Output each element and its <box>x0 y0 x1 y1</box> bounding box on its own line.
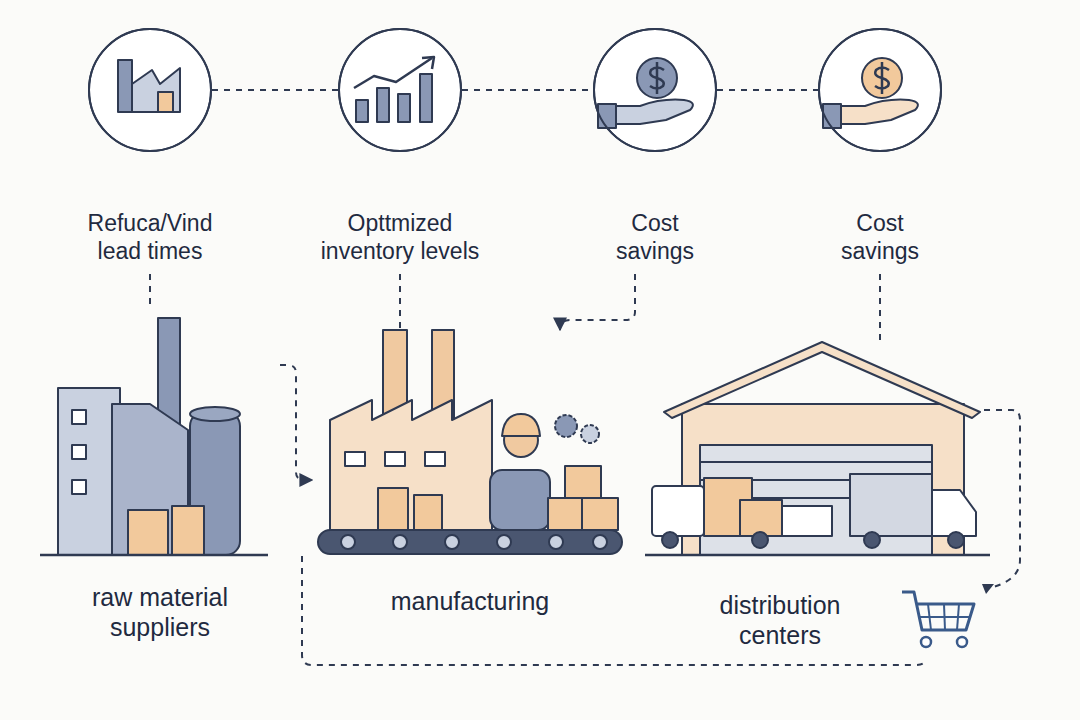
station-node: raw material suppliers <box>40 310 280 646</box>
flow-connector <box>280 365 312 480</box>
flow-connector <box>560 274 635 330</box>
icon-circle <box>818 28 942 152</box>
benefit-label: Opttmized inventory levels <box>300 210 500 265</box>
benefit-node: Cost savings <box>590 28 720 270</box>
flow-connector <box>212 89 338 91</box>
benefit-node: Refuca/Vind lead times <box>75 28 225 270</box>
benefit-node: Opttmized inventory levels <box>300 28 500 270</box>
station-node: manufacturing <box>312 330 628 620</box>
icon-circle <box>338 28 462 152</box>
flow-connector <box>462 89 593 91</box>
flow-connector <box>399 274 401 330</box>
benefit-label: Cost savings <box>595 210 715 265</box>
benefit-label: Cost savings <box>820 210 940 265</box>
flow-connector <box>149 274 151 310</box>
station-node: distribution centers <box>645 340 915 654</box>
station-label: raw material suppliers <box>65 582 255 642</box>
benefit-node: Cost savings <box>815 28 945 270</box>
icon-circle <box>88 28 212 152</box>
flow-connector <box>879 274 881 340</box>
icon-circle <box>593 28 717 152</box>
benefit-label: Refuca/Vind lead times <box>75 210 225 265</box>
flow-connector <box>717 89 818 91</box>
station-label: distribution centers <box>695 590 865 650</box>
station-label: manufacturing <box>320 586 620 616</box>
